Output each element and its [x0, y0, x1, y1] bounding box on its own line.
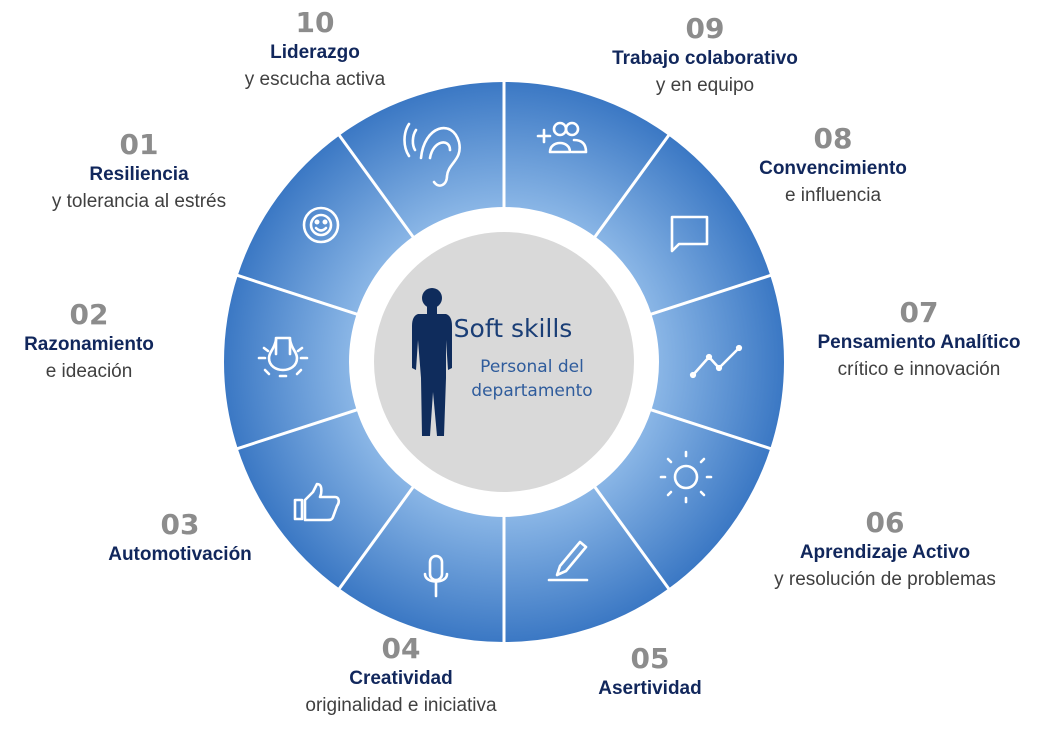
add-people-icon: [536, 121, 588, 154]
thumbs-up-icon: [293, 482, 341, 522]
ring-segment-02: [339, 82, 504, 237]
pencil-icon: [547, 540, 589, 582]
skill-02: 02 Razonamiento e ideación: [0, 298, 178, 386]
smiley-face-icon: [302, 206, 340, 244]
skill-subtitle: y escucha activa: [244, 69, 386, 90]
skill-10: 10 Liderazgo y escucha activa: [210, 6, 420, 94]
skill-title: Asertividad: [598, 678, 702, 699]
skill-subtitle: e influencia: [784, 185, 882, 206]
center-subtitle-line-1: Personal del: [480, 357, 584, 377]
skill-number: 04: [381, 632, 421, 665]
skill-title: Liderazgo: [270, 42, 360, 63]
skill-number: 08: [813, 122, 853, 155]
center-subtitle-line-2: departamento: [471, 381, 592, 401]
skill-number: 09: [685, 12, 725, 45]
center-title: Soft skills: [454, 314, 573, 343]
segment-separator: [592, 484, 671, 592]
skill-03: 03 Automotivación: [70, 508, 290, 568]
skill-number: 06: [865, 506, 905, 539]
segment-separator: [337, 132, 416, 240]
ring-segment-07: [504, 487, 669, 642]
skill-number: 03: [160, 508, 200, 541]
skill-title: Aprendizaje Activo: [799, 542, 971, 563]
wheel-segments: [223, 82, 785, 642]
ear-icon: [403, 122, 461, 187]
skill-07: 07 Pensamiento Analítico crítico e innov…: [794, 296, 1044, 384]
microphone-icon: [423, 554, 449, 598]
skill-title: Convencimiento: [759, 158, 907, 179]
speech-bubble-icon: [670, 215, 709, 253]
skill-number: 07: [899, 296, 939, 329]
skill-number: 05: [630, 642, 670, 675]
skill-title: Creatividad: [349, 668, 453, 689]
ring-segment-05: [651, 275, 785, 449]
skill-09: 09 Trabajo colaborativo y en equipo: [570, 12, 840, 100]
skill-01: 01 Resiliencia y tolerancia al estrés: [14, 128, 264, 216]
segment-separator: [337, 484, 416, 592]
segment-separator: [649, 273, 773, 317]
person-silhouette-icon: [412, 288, 452, 436]
skill-04: 04 Creatividad originalidad e iniciativa: [276, 632, 526, 720]
lightbulb-icon: [257, 336, 309, 378]
skill-subtitle: originalidad e iniciativa: [305, 695, 497, 716]
skill-05: 05 Asertividad: [560, 642, 740, 702]
skill-title: Automotivación: [108, 544, 252, 565]
skill-subtitle: crítico e innovación: [837, 359, 1001, 380]
ring-segment-08: [339, 487, 504, 642]
ring-segment-04: [595, 135, 771, 315]
segment-separator: [649, 407, 773, 451]
ring-segment-10: [223, 275, 357, 449]
segment-separators: [235, 80, 773, 644]
skill-06: 06 Aprendizaje Activo y resolución de pr…: [740, 506, 1030, 594]
ring-segment-09: [237, 409, 413, 589]
skill-subtitle: y tolerancia al estrés: [51, 191, 227, 212]
sun-icon: [659, 450, 713, 504]
skill-subtitle: e ideación: [45, 361, 133, 382]
skill-number: 10: [295, 6, 335, 39]
skill-title: Pensamiento Analítico: [817, 332, 1021, 353]
ring-segment-01: [237, 135, 413, 315]
ring-segment-03: [504, 82, 669, 237]
skill-number: 02: [69, 298, 109, 331]
trend-line-icon: [689, 344, 743, 379]
segment-separator: [235, 407, 359, 451]
skill-title: Resiliencia: [89, 164, 189, 185]
skill-subtitle: y resolución de problemas: [774, 569, 996, 590]
segment-separator: [592, 132, 671, 240]
ring-segment-06: [595, 409, 771, 589]
skill-title: Razonamiento: [24, 334, 154, 355]
skill-subtitle: y en equipo: [655, 75, 755, 96]
skill-number: 01: [119, 128, 159, 161]
skill-08: 08 Convencimiento e influencia: [728, 122, 938, 210]
segment-separator: [235, 273, 359, 317]
skill-title: Trabajo colaborativo: [612, 48, 798, 69]
